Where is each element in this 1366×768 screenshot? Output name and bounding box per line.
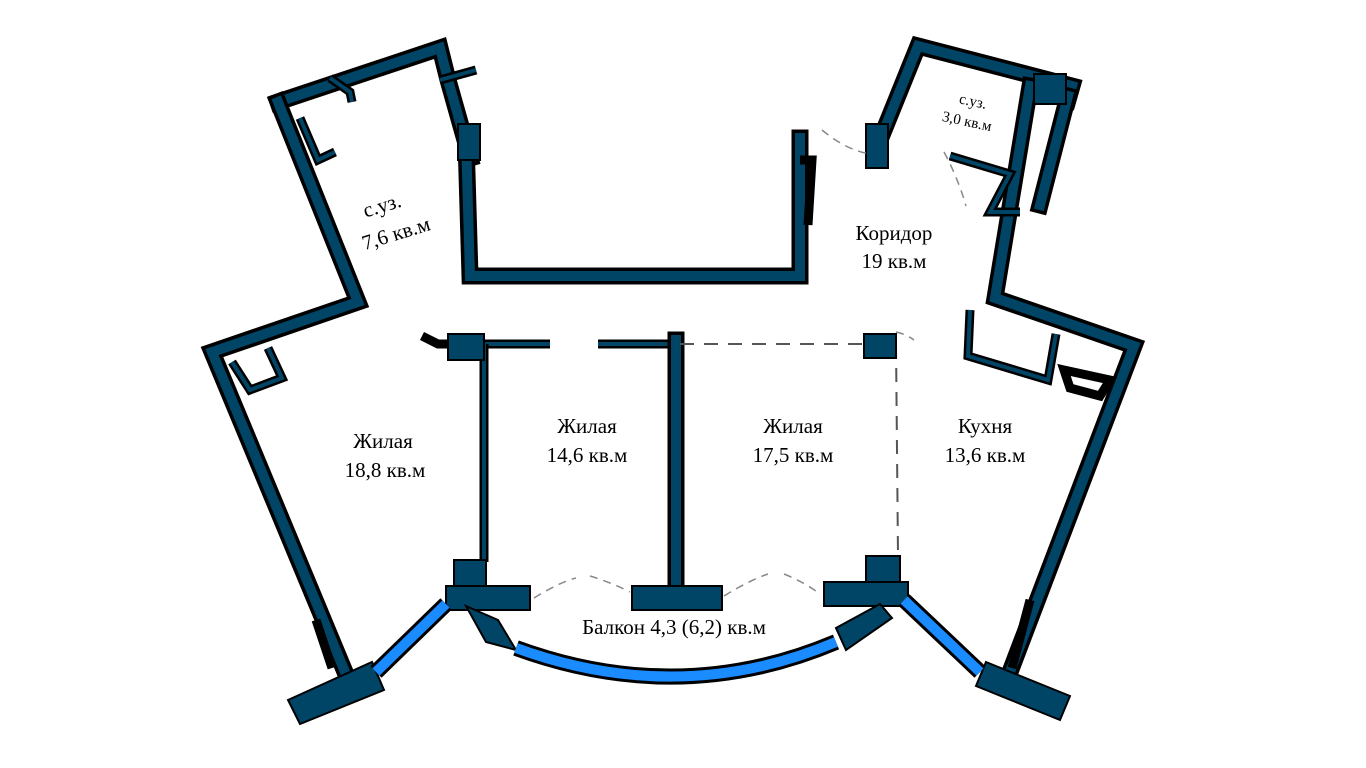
corner-block bbox=[286, 660, 386, 726]
column-block bbox=[457, 123, 481, 161]
room-name: Коридор bbox=[856, 221, 933, 245]
room-area: 13,6 кв.м bbox=[945, 443, 1026, 467]
room-name: с.уз. bbox=[958, 91, 988, 112]
column-block bbox=[865, 123, 889, 169]
room-name: Жилая bbox=[763, 414, 823, 438]
slab-block bbox=[445, 585, 531, 611]
door-swings bbox=[533, 129, 967, 599]
room-label-living-3: Жилая 17,5 кв.м bbox=[753, 414, 834, 467]
interior-partitions bbox=[419, 331, 899, 599]
room-label-kitchen: Кухня 13,6 кв.м bbox=[945, 414, 1026, 467]
room-name: Жилая bbox=[557, 414, 617, 438]
column-block bbox=[447, 333, 485, 361]
slab-block bbox=[631, 585, 723, 611]
room-name: Жилая bbox=[353, 429, 413, 453]
right-wing-walls bbox=[865, 35, 1146, 683]
column-block bbox=[1033, 73, 1067, 105]
room-area: 3,0 кв.м bbox=[941, 109, 994, 135]
courtyard-walls bbox=[457, 123, 817, 285]
room-area: 17,5 кв.м bbox=[753, 443, 834, 467]
room-name: Кухня bbox=[958, 414, 1013, 438]
room-area: 18,8 кв.м bbox=[345, 458, 426, 482]
balcony-structure bbox=[286, 555, 1072, 726]
glazing bbox=[370, 594, 986, 685]
room-label-corridor: Коридор 19 кв.м bbox=[856, 221, 933, 273]
room-label-bath-right: с.уз. 3,0 кв.м bbox=[941, 91, 994, 135]
corner-block bbox=[974, 660, 1072, 722]
left-wing-walls bbox=[200, 37, 481, 684]
column-block bbox=[863, 333, 897, 359]
slab-block bbox=[823, 581, 909, 607]
room-area: 19 кв.м bbox=[862, 249, 927, 273]
corner-block bbox=[463, 603, 519, 652]
room-name: с.уз. bbox=[360, 188, 404, 222]
room-label-bath-left: с.уз. 7,6 кв.м bbox=[359, 188, 433, 255]
room-label-living-2: Жилая 14,6 кв.м bbox=[547, 414, 628, 467]
room-label-living-1: Жилая 18,8 кв.м bbox=[345, 429, 426, 482]
room-area: 14,6 кв.м bbox=[547, 443, 628, 467]
corner-block bbox=[834, 602, 894, 652]
balcony-label: Балкон 4,3 (6,2) кв.м bbox=[582, 615, 766, 639]
